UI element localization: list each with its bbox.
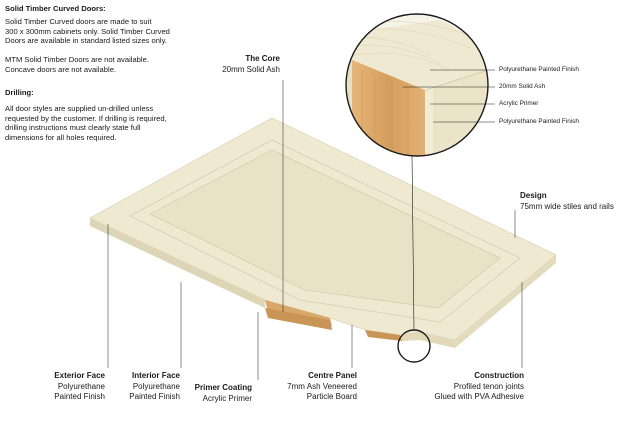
callout-interior-face: Interior Face Polyurethane Painted Finis… bbox=[129, 371, 180, 403]
callout-primer-title: Primer Coating bbox=[194, 383, 252, 392]
zoom-label-finish-top: Polyurethane Painted Finish bbox=[499, 66, 579, 73]
drilling-line: dimensions for all holes required. bbox=[5, 132, 117, 142]
curved-doors-line: Solid Timber Curved doors are made to su… bbox=[5, 17, 152, 26]
callout-centre-panel: Centre Panel 7mm Ash Veneered Particle B… bbox=[287, 371, 357, 403]
callout-centre-title: Centre Panel bbox=[308, 371, 357, 380]
callout-exterior-face: Exterior Face Polyurethane Painted Finis… bbox=[54, 371, 105, 403]
callout-centre-line: 7mm Ash Veneered bbox=[287, 381, 357, 391]
cutaway-core-face bbox=[265, 308, 332, 330]
callout-construction: Construction Profiled tenon joints Glued… bbox=[434, 371, 524, 403]
door-centre-panel bbox=[149, 149, 501, 309]
door-front-edge bbox=[90, 218, 265, 308]
callout-exterior-line: Polyurethane bbox=[57, 381, 105, 391]
callout-primer-coating: Primer Coating Acrylic Primer bbox=[195, 383, 252, 404]
callout-design-title: Design bbox=[520, 191, 547, 200]
curved-doors-heading: Solid Timber Curved Doors: bbox=[5, 4, 106, 13]
callout-construction-line: Glued with PVA Adhesive bbox=[434, 392, 524, 401]
callout-design: Design 75mm wide stiles and rails bbox=[520, 191, 614, 212]
drilling-line: All door styles are supplied un-drilled … bbox=[5, 104, 154, 113]
mtm-paragraph: MTM Solid Timber Doors are not available… bbox=[5, 55, 149, 74]
callout-interior-line: Polyurethane bbox=[132, 381, 180, 391]
callout-construction-title: Construction bbox=[474, 371, 524, 380]
door-slab bbox=[89, 117, 557, 348]
callout-core-line: 20mm Solid Ash bbox=[222, 64, 280, 74]
corner-detail bbox=[400, 332, 455, 348]
callout-core-title: The Core bbox=[245, 54, 280, 63]
callout-leader-lines bbox=[107, 80, 523, 380]
curved-doors-line: 300 x 300mm cabinets only. Solid Timber … bbox=[5, 26, 170, 36]
callout-interior-line: Painted Finish bbox=[129, 392, 180, 401]
curved-doors-paragraph: Solid Timber Curved doors are made to su… bbox=[5, 17, 170, 46]
mtm-line: MTM Solid Timber Doors are not available… bbox=[5, 55, 149, 64]
callout-construction-line: Profiled tenon joints bbox=[453, 381, 524, 391]
zoom-leader-lines bbox=[403, 69, 495, 123]
callout-exterior-title: Exterior Face bbox=[54, 371, 105, 380]
callout-exterior-line: Painted Finish bbox=[54, 392, 105, 401]
drilling-line: drilling instructions must clearly state… bbox=[5, 123, 141, 133]
callout-primer-line: Acrylic Primer bbox=[202, 393, 252, 403]
drilling-heading: Drilling: bbox=[5, 88, 34, 97]
drilling-paragraph: All door styles are supplied un-drilled … bbox=[5, 104, 167, 142]
drilling-line: requested by the customer. If drilling i… bbox=[5, 113, 167, 123]
callout-interior-title: Interior Face bbox=[131, 371, 180, 380]
mtm-line: Concave doors are not available. bbox=[5, 64, 117, 74]
callout-design-line: 75mm wide stiles and rails bbox=[520, 201, 614, 211]
door-frame-outline bbox=[129, 139, 521, 323]
curved-doors-line: Doors are available in standard listed s… bbox=[5, 36, 167, 46]
door-right-edge bbox=[455, 255, 556, 348]
callout-centre-line: Particle Board bbox=[306, 392, 357, 401]
zoom-connector-line bbox=[411, 154, 415, 331]
zoom-label-acrylic-primer: Acrylic Primer bbox=[499, 100, 539, 107]
zoom-label-solid-ash: 20mm Solid Ash bbox=[499, 83, 546, 90]
cutaway-panel bbox=[365, 330, 402, 341]
callout-core: The Core 20mm Solid Ash bbox=[222, 54, 280, 75]
zoom-label-finish-bottom: Polyurethane Painted Finish bbox=[499, 118, 579, 125]
zoom-detail bbox=[345, 13, 489, 157]
